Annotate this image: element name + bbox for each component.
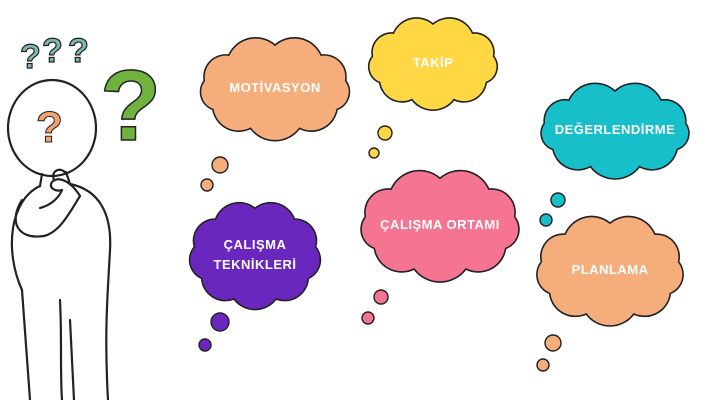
question-marks-icon: ? ? ? ? ?: [19, 31, 161, 162]
cloud-shape-motivasyon: [199, 36, 351, 142]
cloud-label-line: MOTİVASYON: [229, 80, 321, 95]
cloud-label-calisma-ortami: ÇALIŞMA ORTAMI: [350, 215, 530, 235]
thought-bubble-planlama-1: [544, 334, 562, 352]
thought-bubble-calisma-teknikleri-1: [210, 312, 230, 332]
cloud-shape-calisma-teknikleri: [188, 201, 322, 311]
question-mark-icon-3: ?: [68, 32, 89, 70]
cloud-shape-takip: [368, 17, 498, 111]
cloud-label-motivasyon: MOTİVASYON: [185, 78, 365, 98]
thinking-person-icon: [6, 78, 112, 400]
cloud-label-line: TAKİP: [412, 55, 454, 70]
cloud-label-takip: TAKİP: [343, 53, 523, 73]
thought-bubble-calisma-ortami-2: [361, 311, 375, 325]
question-mark-icon-big-green: ?: [100, 50, 161, 162]
cloud-label-line: ÇALIŞMA: [223, 237, 287, 252]
thought-bubble-degerlendirme-1: [550, 192, 566, 208]
thought-bubble-calisma-ortami-1: [373, 289, 389, 305]
cloud-label-degerlendirme: DEĞERLENDİRME: [525, 120, 705, 140]
cloud-calisma-teknikleri: [188, 201, 322, 352]
cloud-shape-calisma-ortami: [360, 169, 520, 283]
thought-bubble-planlama-2: [536, 358, 550, 372]
cloud-label-line: ÇALIŞMA ORTAMI: [380, 217, 500, 232]
thought-bubble-takip-1: [377, 125, 393, 141]
cloud-takip: [368, 17, 498, 159]
cloud-planlama: [536, 215, 684, 372]
cloud-label-calisma-teknikleri: ÇALIŞMA TEKNİKLERİ: [165, 235, 345, 275]
thought-bubble-motivasyon-1: [211, 156, 229, 174]
cloud-shape-degerlendirme: [540, 82, 690, 180]
cloud-shape-planlama: [536, 215, 684, 327]
thought-bubble-calisma-teknikleri-2: [198, 338, 212, 352]
clouds-layer: [188, 17, 690, 372]
thought-bubble-motivasyon-2: [200, 178, 214, 192]
cloud-motivasyon: [199, 36, 351, 192]
cloud-label-line: TEKNİKLERİ: [213, 257, 297, 272]
cloud-calisma-ortami: [360, 169, 520, 325]
thought-bubble-degerlendirme-2: [539, 213, 553, 227]
cloud-label-line: DEĞERLENDİRME: [554, 122, 676, 137]
cloud-label-line: PLANLAMA: [571, 262, 649, 277]
question-mark-icon-2: ?: [42, 32, 63, 70]
question-mark-icon-1: ?: [20, 38, 41, 76]
cloud-degerlendirme: [539, 82, 690, 227]
question-mark-icon-head: ?: [36, 103, 63, 152]
cloud-label-planlama: PLANLAMA: [520, 260, 700, 280]
thought-bubble-takip-2: [368, 147, 380, 159]
